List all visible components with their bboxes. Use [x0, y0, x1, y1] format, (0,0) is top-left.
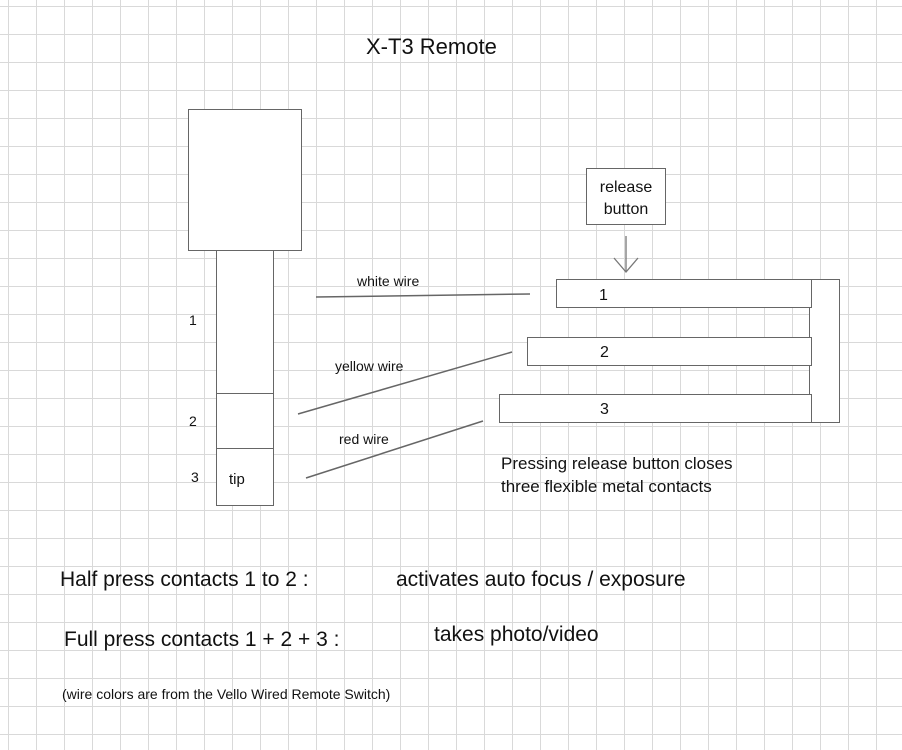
full-press-action: takes photo/video — [434, 623, 599, 646]
plug-section-label-1: 1 — [189, 312, 197, 328]
tip-label: tip — [229, 471, 245, 488]
release-button-label-line1: release — [599, 179, 653, 196]
contact-label-3: 3 — [600, 401, 609, 418]
contact-strip-3 — [499, 394, 812, 423]
switch-caption-line2: three flexible metal contacts — [501, 477, 712, 496]
down-arrow-icon — [613, 236, 639, 273]
contact-label-2: 2 — [600, 344, 609, 361]
half-press-action: activates auto focus / exposure — [396, 568, 686, 591]
plug-sleeve-section-1 — [216, 250, 274, 395]
red-wire-line — [305, 420, 484, 479]
white-wire-label: white wire — [357, 273, 420, 289]
plug-housing — [188, 109, 302, 251]
switch-caption-line1: Pressing release button closes — [501, 454, 733, 473]
footnote: (wire colors are from the Vello Wired Re… — [62, 686, 391, 702]
white-wire-line — [315, 293, 531, 298]
plug-ring-section-2 — [216, 393, 274, 450]
release-button-box — [586, 168, 666, 225]
full-press-label: Full press contacts 1 + 2 + 3 : — [64, 628, 340, 651]
yellow-wire-line — [297, 351, 513, 415]
contact-label-1: 1 — [599, 287, 608, 304]
plug-section-label-3: 3 — [191, 469, 199, 485]
diagram-title: X-T3 Remote — [366, 34, 497, 59]
red-wire-label: red wire — [339, 431, 389, 447]
contact-strip-2 — [527, 337, 812, 366]
contact-mount-block — [809, 279, 840, 423]
contact-strip-1 — [556, 279, 812, 308]
half-press-label: Half press contacts 1 to 2 : — [60, 568, 309, 591]
yellow-wire-label: yellow wire — [335, 358, 404, 374]
plug-tip-section-3 — [216, 448, 274, 506]
release-button-label-line2: button — [603, 201, 649, 218]
plug-section-label-2: 2 — [189, 413, 197, 429]
